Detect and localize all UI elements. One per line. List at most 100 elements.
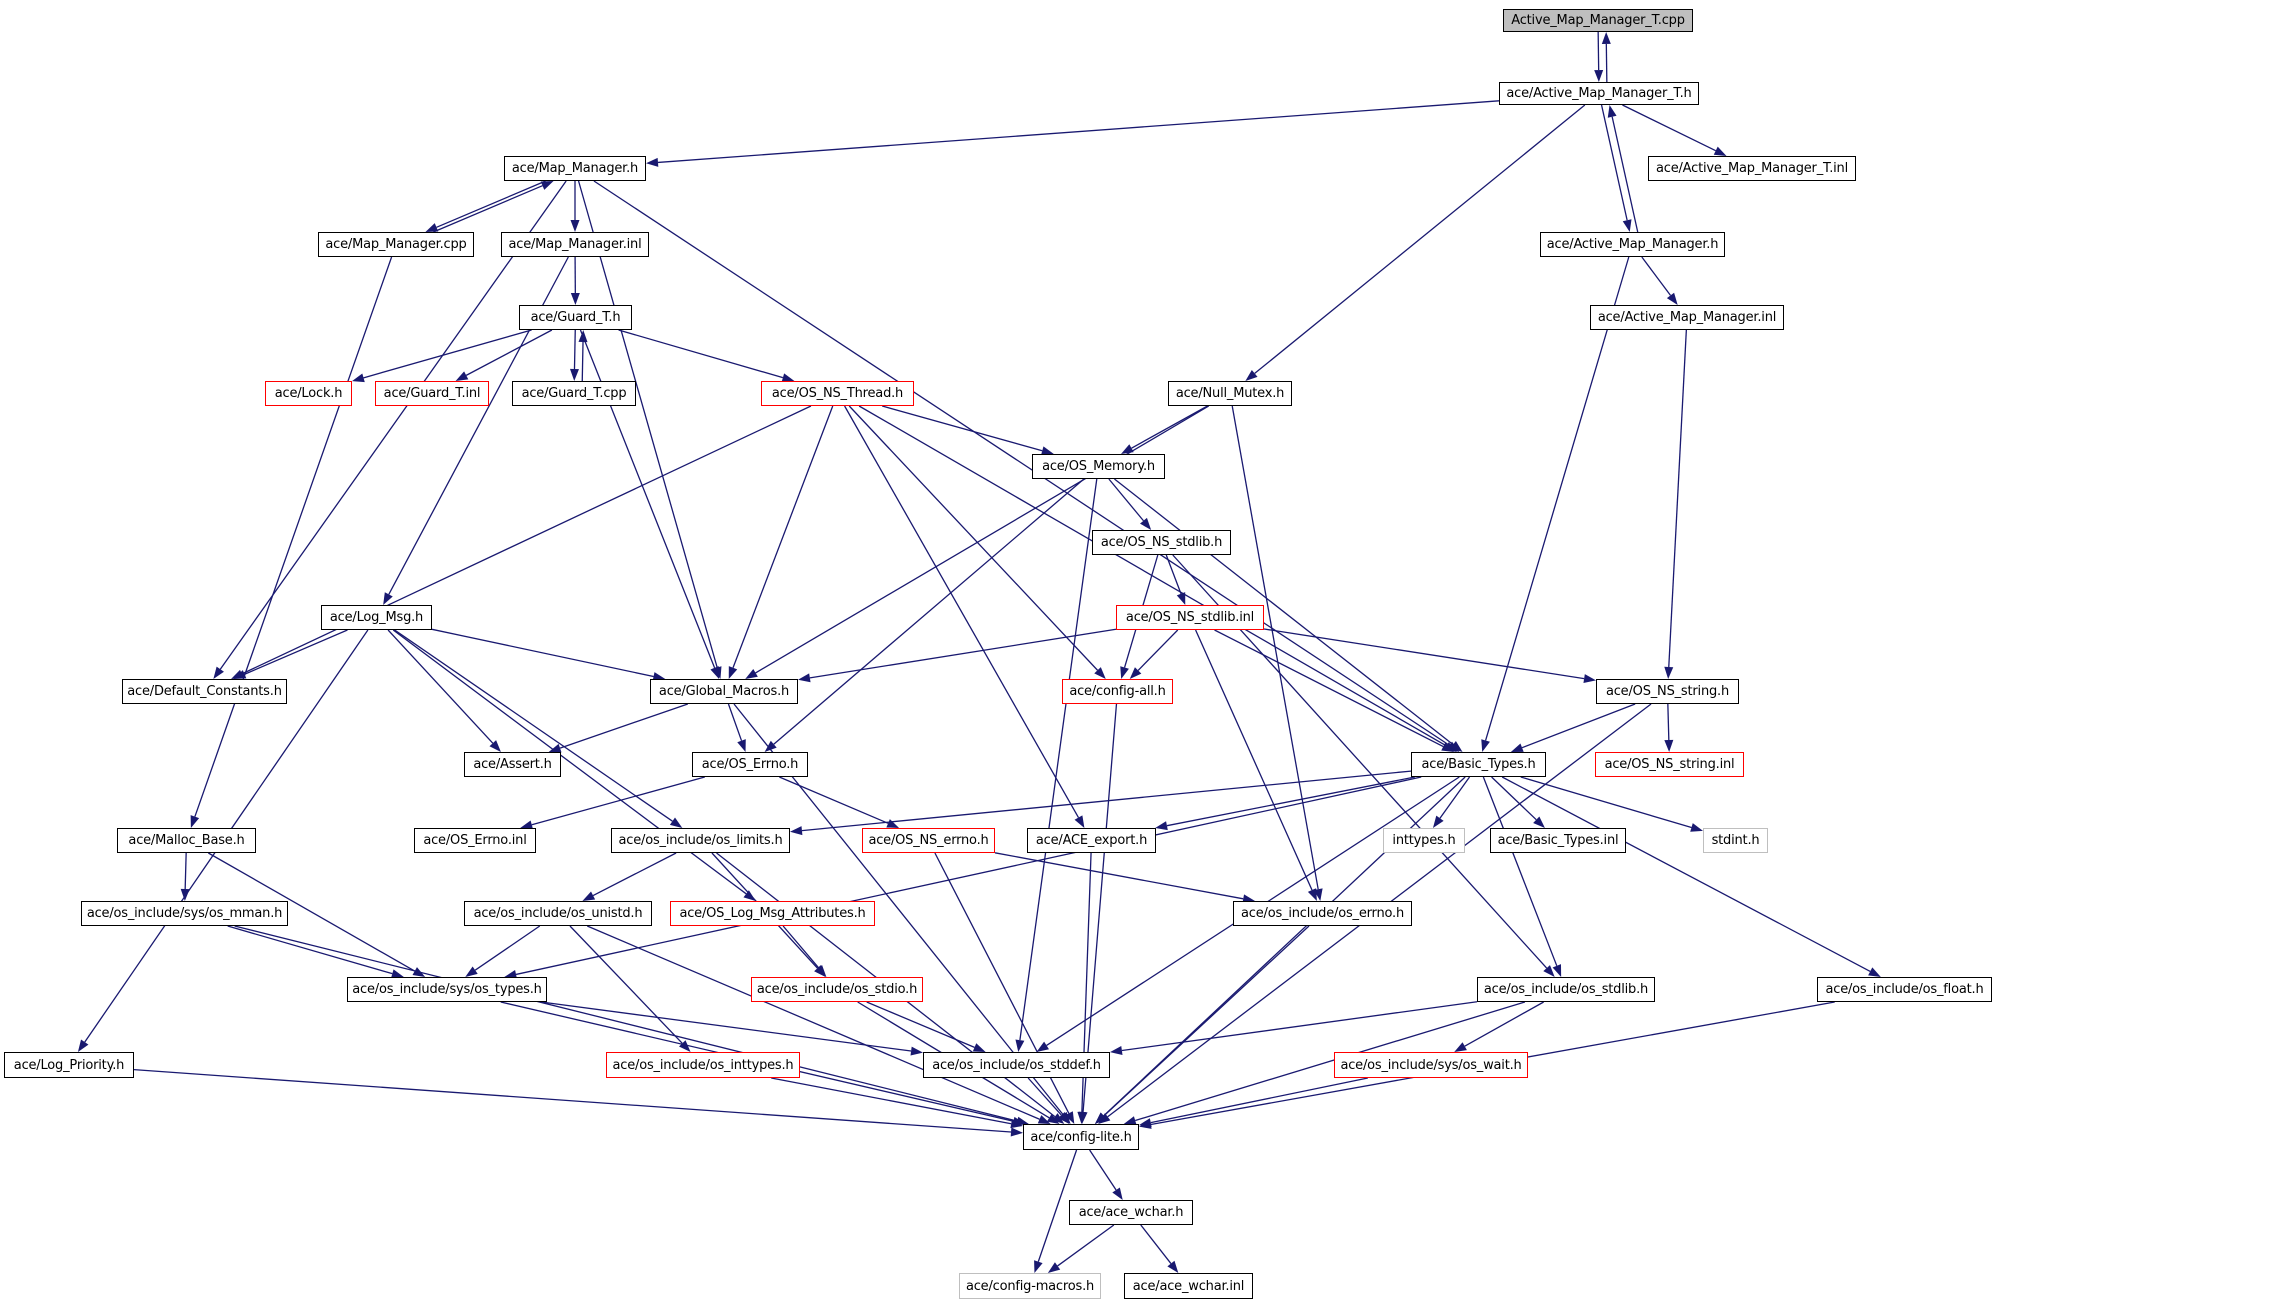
arrowhead-n8-n21	[1664, 666, 1674, 679]
node-active-map-manager-t-h[interactable]: ace/Active_Map_Manager_T.h	[1499, 82, 1699, 105]
arrowhead-n1-n13	[1245, 369, 1258, 381]
edge-n20-n46	[1082, 703, 1118, 1113]
node-active-map-manager-t-cpp: Active_Map_Manager_T.cpp	[1503, 9, 1693, 32]
edge-n40-n44	[1121, 1001, 1478, 1052]
edge-n36-n39	[782, 925, 820, 969]
node-active-map-manager-inl[interactable]: ace/Active_Map_Manager.inl	[1590, 305, 1784, 330]
edge-n24-n28	[801, 770, 1412, 832]
arrowhead-n46-n48	[1034, 1260, 1043, 1273]
arrowhead-n24-n44	[1036, 1041, 1049, 1052]
node-os-stdlib-h[interactable]: ace/os_include/os_stdlib.h	[1477, 977, 1655, 1002]
arrowhead-n38-n44	[910, 1046, 923, 1056]
node-ace-wchar-inl[interactable]: ace/ace_wchar.inl	[1124, 1273, 1253, 1299]
node-os-ns-thread-h: ace/OS_NS_Thread.h	[761, 381, 914, 406]
arrowhead-n24-n46	[1094, 1112, 1107, 1124]
arrowhead-n12-n20	[1094, 667, 1106, 679]
node-os-ns-stdlib-h[interactable]: ace/OS_NS_stdlib.h	[1092, 530, 1231, 555]
node-os-memory-h[interactable]: ace/OS_Memory.h	[1032, 454, 1165, 479]
arrowhead-n14-n44	[1015, 1039, 1025, 1052]
arrowhead-n20-n46	[1078, 1111, 1088, 1124]
node-global-macros-h[interactable]: ace/Global_Macros.h	[650, 679, 798, 704]
node-malloc-base-h[interactable]: ace/Malloc_Base.h	[117, 828, 256, 853]
arrowhead-n13-n19	[745, 669, 758, 679]
arrowhead-n23-n29	[886, 819, 900, 828]
arrowhead-n39-n46	[1046, 1113, 1060, 1124]
node-os-ns-errno-h: ace/OS_NS_errno.h	[862, 828, 995, 853]
edge-n46-n47	[1089, 1149, 1117, 1191]
arrowhead-n46-n47	[1112, 1187, 1123, 1200]
node-os-unistd-h[interactable]: ace/os_include/os_unistd.h	[464, 901, 652, 926]
arrowhead-n12-n19	[728, 666, 738, 679]
edge-n35-n46	[586, 925, 1040, 1120]
node-os-errno-inl[interactable]: ace/OS_Errno.inl	[414, 828, 536, 853]
edge-n14-n15	[1108, 478, 1144, 522]
edge-n17-n21	[1263, 628, 1585, 680]
edge-n12-n19	[732, 405, 834, 669]
arrowhead-n7-n9	[352, 373, 365, 383]
arrowhead-n39-n44	[972, 1043, 986, 1052]
node-log-priority-h[interactable]: ace/Log_Priority.h	[4, 1052, 134, 1078]
node-map-manager-inl[interactable]: ace/Map_Manager.inl	[501, 232, 649, 257]
edge-n12-n18	[241, 405, 812, 675]
arrowhead-n7-n11	[569, 368, 579, 381]
node-ace-wchar-h[interactable]: ace/ace_wchar.h	[1069, 1200, 1193, 1225]
arrowhead-n0-n1	[1594, 69, 1604, 82]
node-guard-t-cpp[interactable]: ace/Guard_T.cpp	[512, 381, 636, 406]
arrowhead-n6-n8	[1666, 292, 1678, 305]
arrowhead-n24-n31	[1432, 815, 1444, 828]
node-os-ns-stdlib-inl: ace/OS_NS_stdlib.inl	[1116, 605, 1264, 630]
arrowhead-n11-n7	[578, 330, 588, 343]
node-os-stdio-h: ace/os_include/os_stdio.h	[751, 977, 923, 1002]
node-os-limits-h[interactable]: ace/os_include/os_limits.h	[611, 828, 790, 853]
edge-n1-n2	[657, 100, 1500, 164]
edge-n47-n48	[1057, 1224, 1115, 1267]
node-basic-types-inl[interactable]: ace/Basic_Types.inl	[1490, 828, 1626, 853]
edge-n14-n23	[773, 478, 1085, 745]
edge-n26-n34	[184, 852, 187, 890]
node-os-include-os-errno-h[interactable]: ace/os_include/os_errno.h	[1233, 901, 1412, 926]
node-map-manager-h[interactable]: ace/Map_Manager.h	[504, 156, 646, 181]
arrowhead-n37-n46	[1095, 1112, 1107, 1124]
edge-n34-n38	[227, 925, 393, 975]
arrowhead-n44-n46	[1057, 1112, 1070, 1124]
edge-n16-n18	[244, 629, 348, 675]
node-assert-h[interactable]: ace/Assert.h	[464, 752, 561, 777]
node-os-mman-h[interactable]: ace/os_include/sys/os_mman.h	[81, 901, 288, 926]
node-os-errno-h[interactable]: ace/OS_Errno.h	[692, 752, 808, 777]
node-config-lite-h[interactable]: ace/config-lite.h	[1023, 1124, 1139, 1150]
edge-n16-n22	[387, 629, 494, 744]
node-guard-t-h[interactable]: ace/Guard_T.h	[519, 305, 632, 330]
node-os-types-h[interactable]: ace/os_include/sys/os_types.h	[347, 977, 547, 1002]
edge-n44-n46	[1027, 1077, 1062, 1116]
edge-n39-n44	[866, 1001, 975, 1048]
node-os-ns-string-h[interactable]: ace/OS_NS_string.h	[1596, 679, 1739, 704]
node-active-map-manager-h[interactable]: ace/Active_Map_Manager.h	[1540, 232, 1725, 257]
node-basic-types-h[interactable]: ace/Basic_Types.h	[1411, 752, 1546, 777]
arrowhead-n16-n36	[743, 890, 756, 901]
arrowhead-n42-n46	[1010, 1127, 1023, 1137]
edge-n7-n9	[363, 329, 532, 379]
arrowhead-n4-n2	[540, 181, 554, 190]
edge-n40-n45	[1464, 1001, 1544, 1047]
node-os-float-h[interactable]: ace/os_include/os_float.h	[1817, 977, 1992, 1002]
arrowhead-n16-n22	[489, 740, 501, 752]
edge-n14-n44	[1019, 478, 1098, 1041]
node-null-mutex-h[interactable]: ace/Null_Mutex.h	[1168, 381, 1292, 406]
node-guard-t-inl: ace/Guard_T.inl	[375, 381, 489, 406]
edge-n16-n19	[431, 628, 654, 678]
edge-n43-n46	[771, 1077, 1012, 1125]
arrowhead-n47-n48	[1047, 1262, 1061, 1273]
arrowhead-n17-n20	[1129, 667, 1142, 679]
node-os-stddef-h[interactable]: ace/os_include/os_stddef.h	[923, 1052, 1110, 1078]
node-active-map-manager-t-inl[interactable]: ace/Active_Map_Manager_T.inl	[1648, 156, 1856, 181]
edge-n23-n29	[779, 776, 889, 824]
node-ace-export-h[interactable]: ace/ACE_export.h	[1027, 828, 1156, 853]
node-default-constants-h[interactable]: ace/Default_Constants.h	[122, 679, 287, 704]
node-config-macros-h: ace/config-macros.h	[959, 1273, 1101, 1299]
node-map-manager-cpp[interactable]: ace/Map_Manager.cpp	[318, 232, 474, 257]
node-inttypes-h: inttypes.h	[1383, 828, 1465, 853]
arrowhead-n16-n18	[233, 670, 247, 679]
arrowhead-n17-n37	[1307, 888, 1317, 901]
node-log-msg-h[interactable]: ace/Log_Msg.h	[321, 605, 432, 630]
